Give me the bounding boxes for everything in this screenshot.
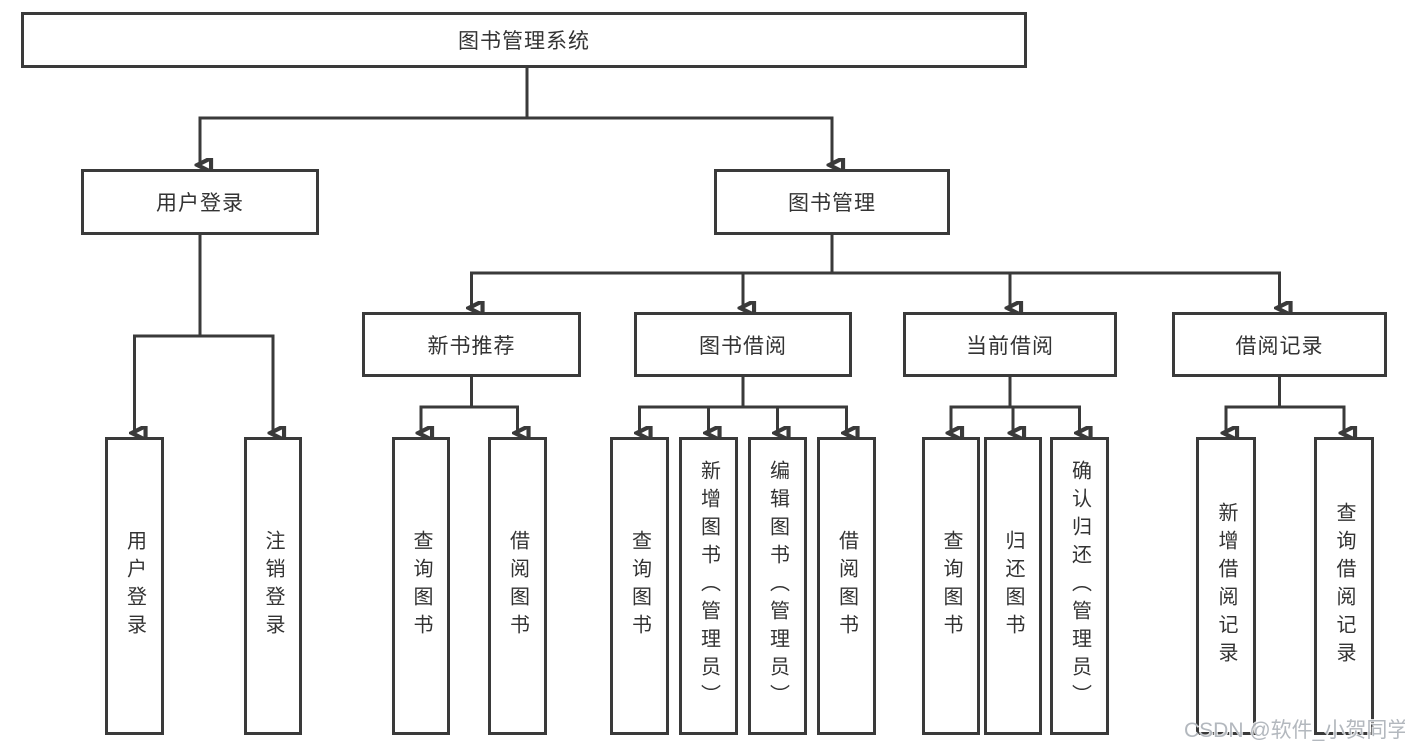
csdn-watermark: CSDN @软件_小贺同学 [1184,719,1405,742]
leaf-edit-book-admin: 编辑图书（管理员） [748,437,807,735]
node-borrow-record: 借阅记录 [1172,312,1387,377]
leaf-user-login: 用户登录 [105,437,164,735]
leaf-query-book-current: 查询图书 [922,437,980,735]
node-label: 借阅记录 [1235,334,1324,358]
node-label: 新增图书（管理员） [697,460,720,712]
node-label: 新增借阅记录 [1215,502,1237,670]
node-user-login: 用户登录 [81,169,319,235]
node-label: 图书管理 [788,192,876,215]
node-label: 查询图书 [628,530,651,642]
leaf-return-book: 归还图书 [984,437,1042,735]
node-current-borrow: 当前借阅 [903,312,1117,377]
node-book-borrow: 图书借阅 [634,312,852,377]
node-label: 图书管理系统 [458,30,590,53]
node-label: 确认归还（管理员） [1068,460,1091,712]
node-label: 注销登录 [262,530,284,642]
node-label: 查询图书 [410,530,432,642]
node-label: 查询图书 [940,530,962,642]
node-label: 编辑图书（管理员） [766,460,789,712]
leaf-confirm-return-admin: 确认归还（管理员） [1050,437,1109,735]
node-library-system: 图书管理系统 [21,12,1027,68]
leaf-borrow-book: 借阅图书 [817,437,876,735]
node-label: 当前借阅 [966,334,1054,358]
node-label: 用户登录 [156,192,244,215]
node-label: 用户登录 [123,530,146,642]
leaf-query-borrow-record: 查询借阅记录 [1314,437,1374,735]
node-label: 归还图书 [1002,530,1024,642]
node-label: 查询借阅记录 [1333,502,1355,670]
leaf-add-book-admin: 新增图书（管理员） [679,437,738,735]
node-label: 新书推荐 [427,334,516,358]
leaf-borrow-book-recommend: 借阅图书 [488,437,547,735]
node-new-book-recommend: 新书推荐 [362,312,581,377]
node-label: 图书借阅 [699,334,787,358]
leaf-add-borrow-record: 新增借阅记录 [1196,437,1256,735]
node-label: 借阅图书 [835,530,858,642]
leaf-query-book-borrow: 查询图书 [610,437,669,735]
leaf-query-book-recommend: 查询图书 [392,437,450,735]
leaf-logout: 注销登录 [244,437,302,735]
node-label: 借阅图书 [506,530,529,642]
node-book-management: 图书管理 [714,169,950,235]
